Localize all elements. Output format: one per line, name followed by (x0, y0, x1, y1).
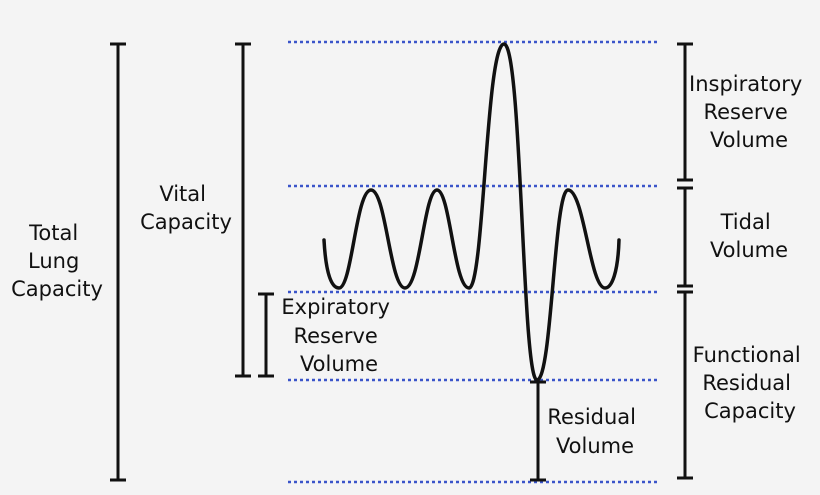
vital-capacity-label: Vital Capacity (140, 182, 232, 234)
inspiratory-reserve-volume-label: Inspiratory Reserve Volume (689, 72, 809, 152)
residual-volume-label: Residual Volume (547, 405, 642, 458)
functional-residual-capacity-label: Functional Residual Capacity (693, 343, 808, 423)
expiratory-reserve-volume-label: Expiratory Reserve Volume (281, 295, 396, 376)
functional-residual-capacity-bracket (677, 290, 693, 480)
residual-volume-bracket (530, 380, 546, 482)
inspiratory-reserve-volume-bracket (677, 42, 693, 182)
expiratory-reserve-volume-bracket (258, 292, 274, 378)
tidal-volume-bracket (677, 186, 693, 288)
tidal-volume-label: Tidal Volume (710, 210, 788, 262)
spirometer-breathing-trace (322, 42, 621, 382)
vital-capacity-bracket (235, 42, 251, 378)
measurement-brackets (110, 42, 693, 482)
volume-level-lines (288, 40, 660, 484)
total-lung-capacity-label: Total Lung Capacity (11, 221, 103, 301)
total-lung-capacity-bracket (110, 42, 126, 482)
